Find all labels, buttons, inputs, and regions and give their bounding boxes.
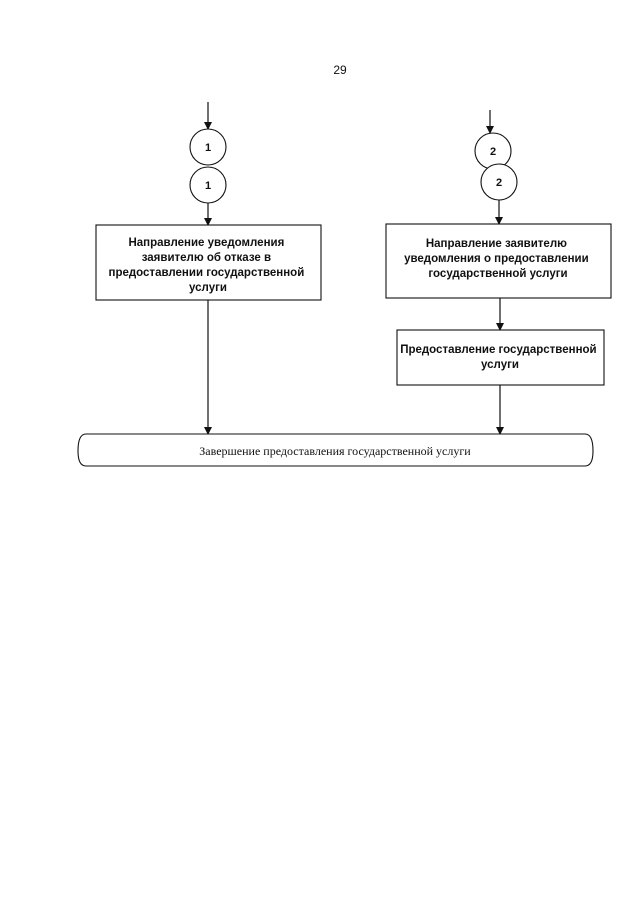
left-notification-line-2: заявителю об отказе в bbox=[142, 252, 271, 264]
page-number: 29 bbox=[333, 63, 347, 77]
left-notification-text: Направление уведомления заявителю об отк… bbox=[109, 237, 308, 294]
left-connector-bottom-label: 1 bbox=[205, 180, 211, 192]
right-connector-top-label: 2 bbox=[490, 146, 496, 158]
completion-terminator bbox=[77, 433, 594, 467]
service-provision-line-1: Предоставление государственной bbox=[400, 344, 596, 356]
right-notification-line-3: государственной услуги bbox=[428, 268, 567, 280]
right-connector-bottom-label: 2 bbox=[496, 177, 502, 189]
service-provision-text: Предоставление государственной услуги bbox=[400, 344, 600, 371]
left-notification-line-1: Направление уведомления bbox=[128, 237, 284, 249]
right-notification-line-2: уведомления о предоставлении bbox=[404, 253, 589, 265]
service-provision-box bbox=[396, 329, 605, 386]
left-connector-top bbox=[189, 128, 227, 166]
left-notification-line-4: услуги bbox=[189, 282, 227, 294]
right-notification-box bbox=[385, 223, 612, 299]
right-notification-text: Направление заявителю уведомления о пред… bbox=[404, 238, 592, 280]
left-connector-top-label: 1 bbox=[205, 142, 211, 154]
left-notification-box bbox=[95, 224, 322, 301]
service-provision-line-2: услуги bbox=[481, 359, 519, 371]
left-notification-line-3: предоставлении государственной bbox=[109, 267, 305, 279]
completion-text: Завершение предоставления государственно… bbox=[199, 444, 471, 458]
right-notification-line-1: Направление заявителю bbox=[426, 238, 567, 250]
